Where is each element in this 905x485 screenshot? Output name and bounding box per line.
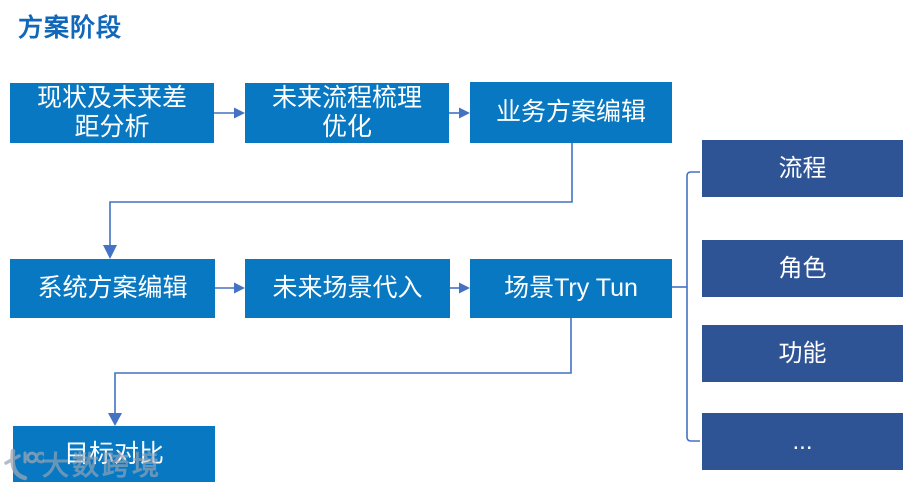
flow-box-scenario-try-tun: 场景Try Tun — [470, 259, 672, 318]
flow-box-future-scenario: 未来场景代入 — [245, 259, 450, 318]
arrow-head-row1-b — [459, 107, 470, 119]
flow-box-gap-analysis: 现状及未来差 距分析 — [10, 83, 214, 143]
breakdown-box-process: 流程 — [702, 140, 903, 197]
breakdown-box-label: 流程 — [778, 154, 827, 182]
flow-box-label: 目标对比 — [63, 439, 164, 468]
flow-box-label: 系统方案编辑 — [37, 274, 188, 302]
arrow-head-row1-a — [234, 107, 245, 119]
flow-box-business-plan-edit: 业务方案编辑 — [470, 82, 672, 143]
flow-box-label: 业务方案编辑 — [495, 98, 646, 126]
arrow-head-row2-to-final — [108, 413, 122, 426]
elbow-line-row2-to-final — [114, 318, 572, 413]
flow-box-goal-compare: 目标对比 — [13, 426, 215, 482]
elbow-line-row1-to-row2 — [109, 143, 573, 245]
breakdown-box-label: ... — [792, 427, 813, 455]
flow-box-future-process-optimize: 未来流程梳理 优化 — [245, 83, 449, 143]
flow-box-system-plan-edit: 系统方案编辑 — [10, 259, 215, 318]
flow-box-label: 未来场景代入 — [272, 274, 423, 302]
page-title: 方案阶段 — [18, 14, 123, 42]
breakdown-box-more: ... — [702, 413, 903, 470]
arrow-head-row2-b — [459, 282, 470, 294]
flow-box-label: 未来流程梳理 优化 — [271, 84, 422, 141]
flow-box-label: 现状及未来差 距分析 — [36, 84, 187, 141]
arrow-head-row1-to-row2 — [103, 245, 117, 259]
breakdown-box-label: 角色 — [778, 254, 827, 282]
flow-box-label: 场景Try Tun — [504, 274, 638, 302]
breakdown-box-role: 角色 — [702, 240, 903, 297]
breakdown-box-label: 功能 — [778, 339, 827, 367]
bracket-spine — [686, 171, 700, 442]
breakdown-box-function: 功能 — [702, 325, 903, 382]
arrow-head-row2-a — [234, 282, 245, 294]
